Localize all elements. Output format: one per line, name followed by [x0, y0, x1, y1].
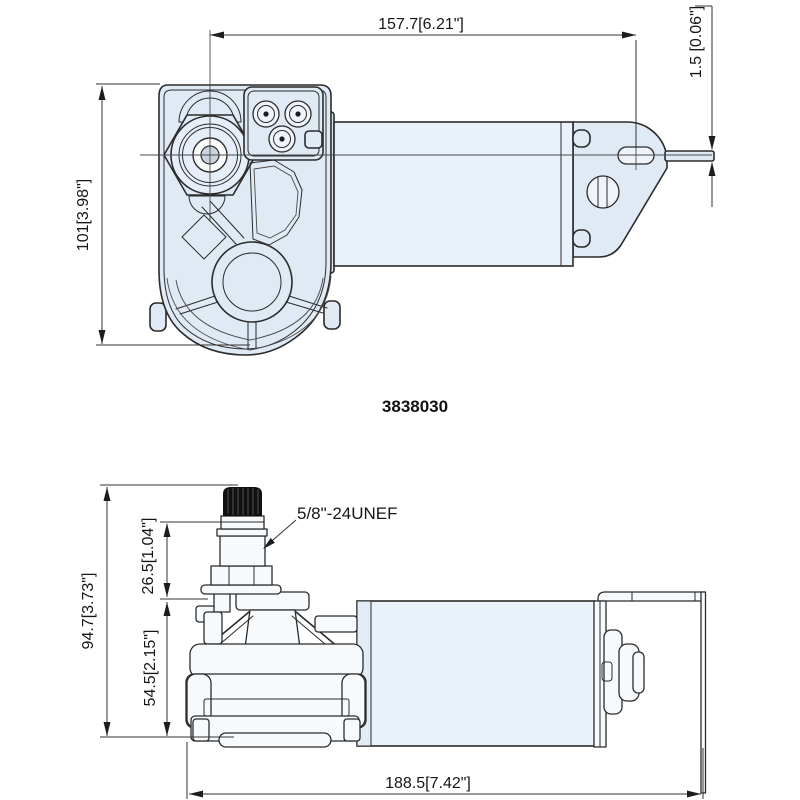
dimension-body-height: 54.5[2.15"]: [142, 602, 171, 736]
thread-spec: 5/8"-24UNEF: [263, 504, 398, 549]
dimension-height: 101[3.98"]: [75, 83, 250, 346]
shaft-thread: [219, 535, 266, 567]
terminal-connectors: [252, 100, 312, 153]
bracket-flange: [597, 591, 705, 602]
dim-height-label: 101[3.98"]: [75, 179, 92, 251]
bracket-tab: [664, 150, 715, 162]
motor-end-dome: [601, 629, 645, 715]
gearbox-side: [185, 587, 367, 748]
connector-notch: [304, 130, 323, 149]
shaft-hex-nut: [210, 565, 273, 586]
dimension-width: 157.7[6.21"]: [210, 16, 637, 148]
dim-shaft-height-label: 26.5[1.04"]: [140, 518, 157, 595]
shaft-flange: [200, 584, 282, 595]
dim-tab-thickness-label: 1.5 [0.06"]: [688, 6, 705, 78]
side-view: 5/8"-24UNEF 94.7[3.73"] 26.5[1.04"] 54.5…: [80, 484, 707, 799]
thread-spec-label: 5/8"-24UNEF: [297, 504, 398, 523]
part-number: 3838030: [382, 397, 448, 416]
motor-body-top: [333, 121, 574, 267]
cap-knurling: [227, 488, 259, 515]
motor-endcap-pin-bottom: [572, 229, 591, 248]
dimension-overall-length: 188.5[7.42"]: [186, 742, 704, 799]
top-view: 157.7[6.21"] 101[3.98"] 1.5 [0.06"]: [75, 5, 716, 356]
bracket-round-hole: [586, 175, 620, 209]
motor-endcap-pin-top: [572, 129, 591, 148]
dimension-overall-height: 94.7[3.73"]: [80, 484, 238, 738]
dim-width-label: 157.7[6.21"]: [378, 16, 464, 33]
dim-overall-length-label: 188.5[7.42"]: [385, 775, 471, 792]
dim-body-height-label: 54.5[2.15"]: [142, 630, 159, 707]
dim-overall-height-label: 94.7[3.73"]: [80, 573, 97, 650]
motor-body-side: [356, 600, 596, 747]
crank-mechanism: [166, 159, 332, 351]
dimension-shaft-height: 26.5[1.04"]: [140, 518, 222, 600]
dimension-tab-thickness: 1.5 [0.06"]: [688, 5, 716, 207]
